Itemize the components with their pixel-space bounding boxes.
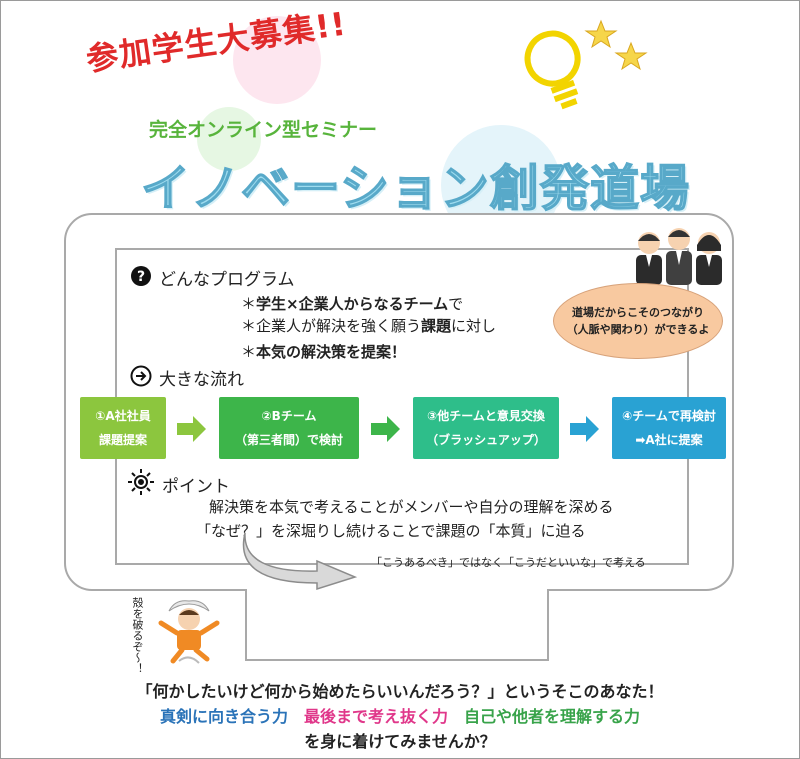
seminar-title: イノベーション創発道場 bbox=[140, 159, 691, 218]
think-caption: 「こうあるべき」ではなく「こうだといいな」で考える bbox=[371, 556, 646, 569]
step-4-line-2: ➡A社に提案 bbox=[635, 433, 703, 447]
step-4-line-1: ④チームで再検討 bbox=[622, 409, 716, 423]
program-heading: どんなプログラム bbox=[159, 270, 295, 290]
arrow-right-circle-icon bbox=[130, 365, 152, 387]
bottom-question: 「何かしたいけど何から始めたらいいんだろう？」というそこのあなた！ bbox=[136, 682, 664, 701]
line-1-bold: 学生×企業人からなるチーム bbox=[256, 295, 449, 313]
point-heading: ポイント bbox=[162, 477, 230, 497]
line-2-bold: 課題 bbox=[421, 317, 452, 335]
bubble-line-2: （人脈や関わり）ができるよ bbox=[566, 323, 710, 336]
flow-arrow-3-icon bbox=[570, 416, 599, 442]
lightbulb-icon bbox=[524, 19, 648, 110]
svg-text:?: ? bbox=[137, 269, 145, 285]
point-line-2: 「なぜ？」を深堀りし続けることで課題の「本質」に迫る bbox=[196, 522, 586, 540]
step-3-line-2: （ブラッシュアップ） bbox=[426, 433, 546, 447]
step-3-line-1: ③他チームと意見交換 bbox=[427, 409, 545, 423]
flow-step-2: ②Bチーム （第三者間）で検討 bbox=[219, 397, 359, 459]
flow-step-3: ③他チームと意見交換 （ブラッシュアップ） bbox=[413, 397, 559, 459]
speech-bubble: 道場だからこそのつながり （人脈や関わり）ができるよ bbox=[553, 283, 723, 359]
step-1-line-1: ①A社社員 bbox=[95, 409, 151, 423]
flow-arrow-2-icon bbox=[371, 416, 400, 442]
idea-gear-icon bbox=[128, 469, 154, 495]
line-2-post: に対し bbox=[451, 317, 497, 335]
decor-circle-green bbox=[197, 107, 261, 171]
line-2-pre: ＊企業人が解決を強く願う bbox=[241, 317, 422, 335]
program-line-1: ＊学生×企業人からなるチームで bbox=[241, 293, 463, 314]
bottom-skills: 真剣に向き合う力 最後まで考え抜く力 自己や他者を理解する力 bbox=[1, 703, 799, 727]
bottom-closing: を身に着けてみませんか？ bbox=[304, 732, 496, 751]
flow-step-4: ④チームで再検討 ➡A社に提案 bbox=[612, 397, 726, 459]
flow-step-1: ①A社社員 課題提案 bbox=[80, 397, 166, 459]
skill-1: 真剣に向き合う力 bbox=[159, 707, 288, 726]
line-1-pre: ＊ bbox=[241, 295, 257, 313]
jumping-character-illustration bbox=[158, 600, 220, 664]
seminar-subtitle: 完全オンライン型セミナー bbox=[149, 119, 378, 141]
point-line-1: 解決策を本気で考えることがメンバーや自分の理解を深める bbox=[209, 498, 614, 516]
character-speech: 殻を破るぞ〜！ bbox=[131, 597, 144, 674]
question-icon: ? bbox=[131, 266, 151, 286]
line-3-bold: 本気の解決策を提案！ bbox=[256, 343, 407, 361]
flow-arrow-1-icon bbox=[177, 416, 206, 442]
program-line-3: ＊本気の解決策を提案！ bbox=[241, 341, 406, 362]
curved-arrow-icon bbox=[242, 532, 358, 591]
line-3-pre: ＊ bbox=[241, 343, 257, 361]
monitor-stand bbox=[245, 589, 549, 661]
bubble-line-1: 道場だからこそのつながり bbox=[572, 306, 704, 319]
business-people-illustration bbox=[636, 228, 722, 285]
decor-circle-pink bbox=[233, 16, 321, 104]
step-1-line-2: 課題提案 bbox=[98, 433, 147, 447]
step-2-line-1: ②Bチーム bbox=[261, 409, 317, 423]
skill-2: 最後まで考え抜く力 bbox=[303, 707, 448, 726]
line-1-post: で bbox=[448, 295, 464, 313]
step-2-line-2: （第三者間）で検討 bbox=[234, 433, 343, 447]
flow-heading: 大きな流れ bbox=[159, 370, 244, 390]
program-line-2: ＊企業人が解決を強く願う課題に対し bbox=[241, 315, 496, 336]
skill-3: 自己や他者を理解する力 bbox=[464, 707, 641, 726]
